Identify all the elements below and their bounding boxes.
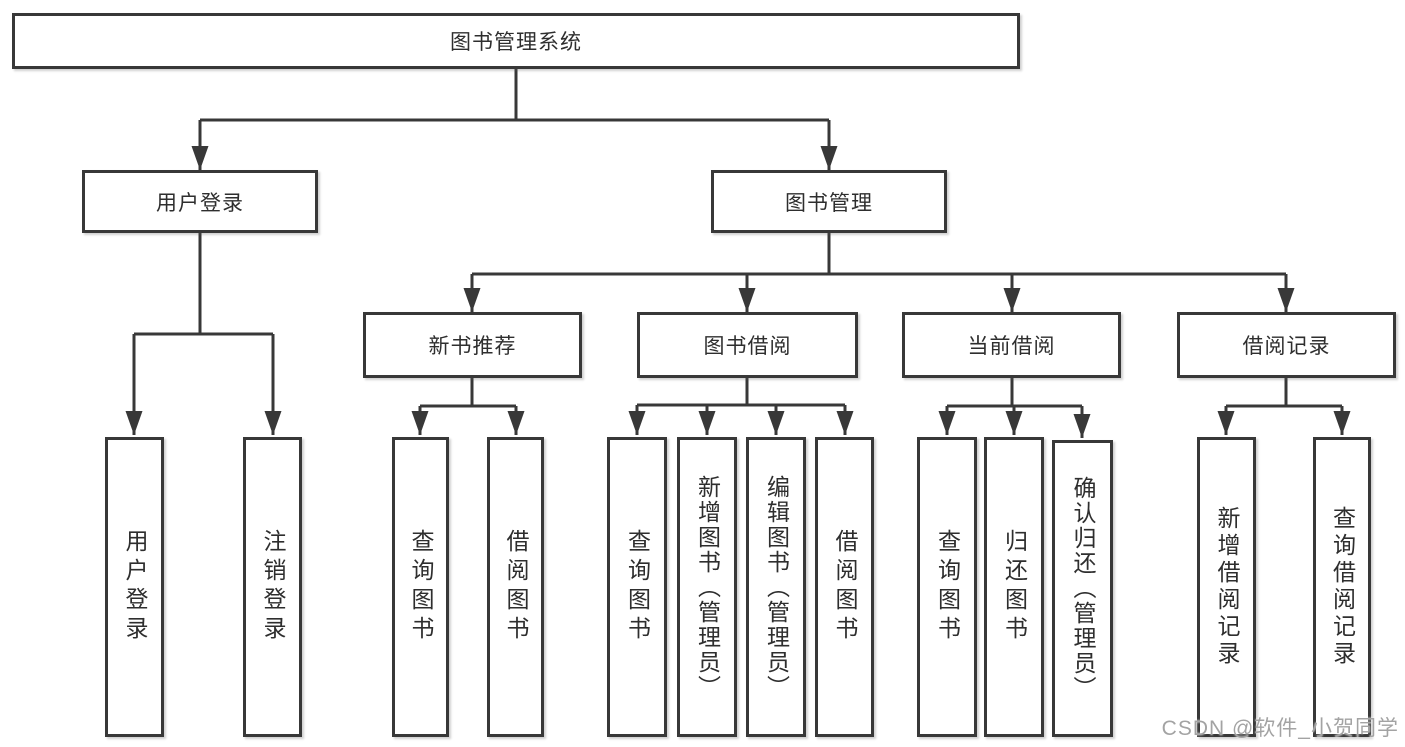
node-label: 图书管理系统 xyxy=(450,31,582,54)
leaf-label: 借阅图书 xyxy=(832,529,858,645)
leaf-label: 借阅图书 xyxy=(503,529,529,645)
leaf-label: 新增借阅记录 xyxy=(1214,506,1240,668)
leaf-recommend-borrow-books: 借阅图书 xyxy=(487,437,544,737)
leaf-label: 编辑图书（管理员） xyxy=(763,474,790,700)
node-label: 借阅记录 xyxy=(1242,335,1331,358)
leaf-label: 查询图书 xyxy=(408,529,434,645)
leaf-label: 查询图书 xyxy=(934,529,961,645)
leaf-borrowing-borrow-books: 借阅图书 xyxy=(815,437,874,737)
leaf-label: 归还图书 xyxy=(1001,529,1028,645)
node-book-management: 图书管理 xyxy=(711,170,947,233)
leaf-label: 查询借阅记录 xyxy=(1329,506,1356,668)
leaf-logout: 注销登录 xyxy=(243,437,302,737)
node-library-management-system: 图书管理系统 xyxy=(12,13,1020,69)
leaf-current-return-books: 归还图书 xyxy=(984,437,1044,737)
node-label: 图书借阅 xyxy=(703,335,792,358)
node-book-borrowing: 图书借阅 xyxy=(637,312,858,378)
leaf-current-query-books: 查询图书 xyxy=(917,437,977,737)
node-label: 用户登录 xyxy=(156,191,244,215)
node-label: 新书推荐 xyxy=(428,335,517,358)
leaf-current-confirm-return-admin: 确认归还（管理员） xyxy=(1052,440,1113,737)
leaf-borrowing-edit-books-admin: 编辑图书（管理员） xyxy=(746,437,806,737)
node-borrowing-records: 借阅记录 xyxy=(1177,312,1396,378)
leaf-recommend-query-books: 查询图书 xyxy=(392,437,449,737)
leaf-label: 确认归还（管理员） xyxy=(1070,476,1096,701)
leaf-user-login: 用户登录 xyxy=(105,437,164,737)
node-current-borrowing: 当前借阅 xyxy=(902,312,1121,378)
leaf-records-query-record: 查询借阅记录 xyxy=(1313,437,1371,737)
node-new-book-recommend: 新书推荐 xyxy=(363,312,582,378)
leaf-label: 用户登录 xyxy=(122,529,148,645)
leaf-borrowing-add-books-admin: 新增图书（管理员） xyxy=(677,437,737,737)
node-label: 当前借阅 xyxy=(967,335,1056,358)
node-label: 图书管理 xyxy=(785,191,873,215)
leaf-label: 查询图书 xyxy=(624,529,651,645)
node-user-login: 用户登录 xyxy=(82,170,318,233)
leaf-label: 新增图书（管理员） xyxy=(694,474,721,700)
leaf-borrowing-query-books: 查询图书 xyxy=(607,437,667,737)
csdn-watermark: CSDN @软件_小贺同学 xyxy=(1161,717,1399,740)
leaf-label: 注销登录 xyxy=(260,529,286,645)
leaf-records-add-record: 新增借阅记录 xyxy=(1197,437,1256,737)
